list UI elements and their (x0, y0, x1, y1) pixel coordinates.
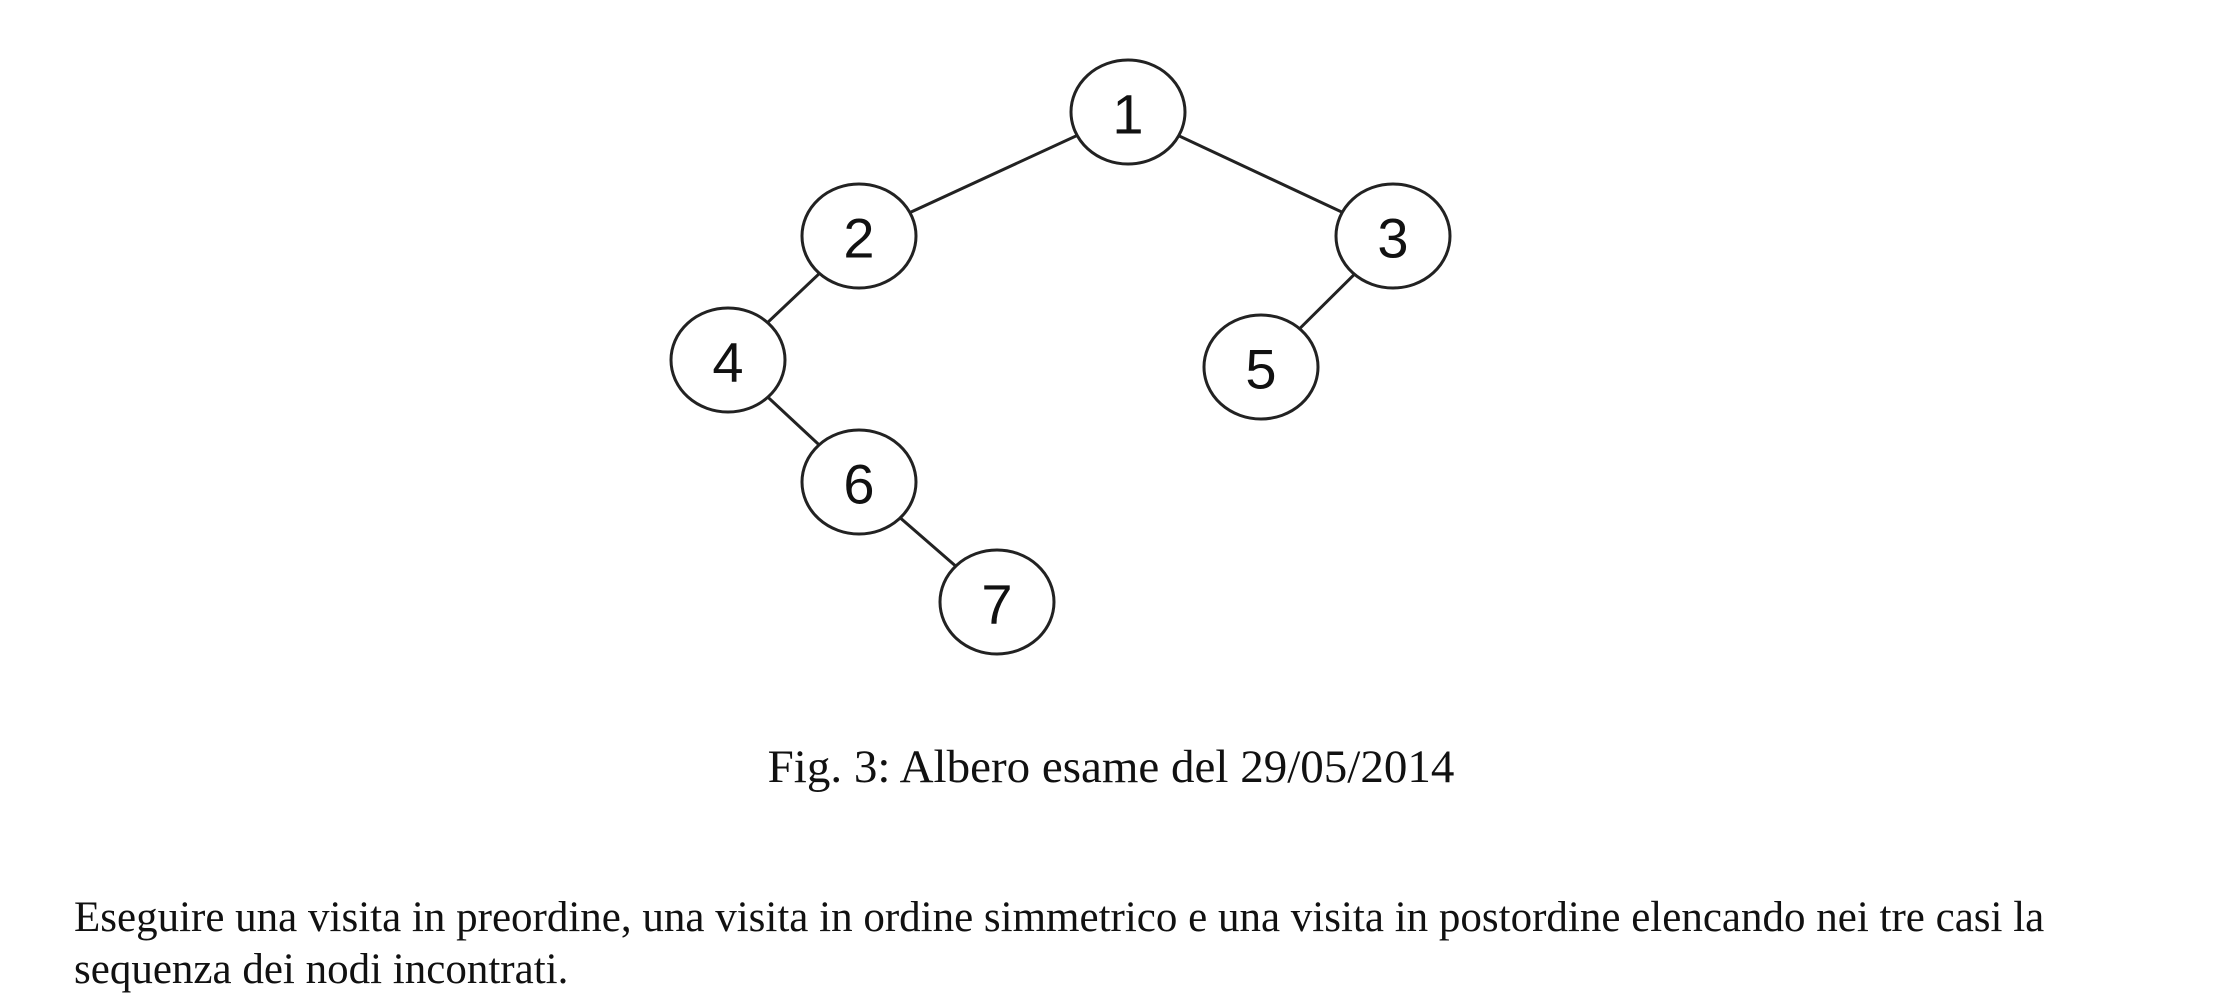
node-circle (1069, 58, 1187, 166)
tree-node-6: 6 (800, 428, 918, 536)
tree-node-3: 3 (1334, 182, 1452, 290)
node-label: 4 (712, 331, 743, 394)
binary-tree-diagram: 1 2 3 4 5 6 7 (669, 58, 1452, 656)
node-circle (800, 182, 918, 290)
node-circle (1202, 313, 1320, 421)
node-label: 1 (1112, 83, 1143, 146)
node-circle (669, 306, 787, 414)
node-label: 5 (1245, 338, 1276, 401)
node-circle (800, 428, 918, 536)
node-circle (1334, 182, 1452, 290)
node-label: 2 (843, 207, 874, 270)
tree-node-5: 5 (1202, 313, 1320, 421)
node-circle (938, 548, 1056, 656)
node-label: 3 (1377, 207, 1408, 270)
exercise-text: Eseguire una visita in preordine, una vi… (74, 894, 2045, 993)
node-label: 6 (843, 453, 874, 516)
tree-node-2: 2 (800, 182, 918, 290)
tree-node-1: 1 (1069, 58, 1187, 166)
tree-node-4: 4 (669, 306, 787, 414)
node-label: 7 (981, 573, 1012, 636)
tree-node-7: 7 (938, 548, 1056, 656)
figure-caption: Fig. 3: Albero esame del 29/05/2014 (767, 741, 1455, 793)
tree-nodes: 1 2 3 4 5 6 7 (669, 58, 1452, 656)
